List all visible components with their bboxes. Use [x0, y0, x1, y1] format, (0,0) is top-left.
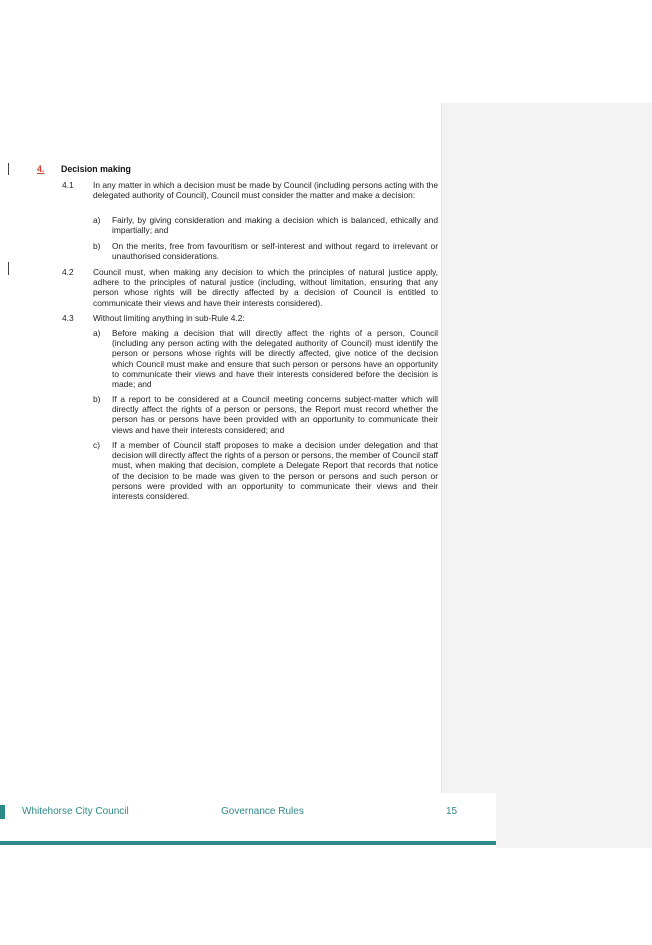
comment-pane-extension: [496, 793, 652, 848]
clause-4-3-b: b) If a report to be considered at a Cou…: [93, 394, 438, 435]
clause-text: Without limiting anything in sub-Rule 4.…: [93, 313, 245, 323]
clause-4-1: 4.1 In any matter in which a decision mu…: [62, 180, 438, 200]
clause-text: Council must, when making any decision t…: [93, 267, 438, 308]
section-number: 4.: [37, 164, 45, 174]
footer-rule: [0, 841, 496, 845]
list-label: c): [93, 440, 100, 450]
list-text: If a report to be considered at a Counci…: [112, 394, 438, 435]
footer-page-number: 15: [446, 806, 458, 817]
change-bar-clause: [8, 262, 9, 275]
list-text: If a member of Council staff proposes to…: [112, 440, 439, 502]
section-heading: 4. Decision making: [37, 164, 437, 175]
list-label: b): [93, 241, 101, 251]
clause-4-3-c: c) If a member of Council staff proposes…: [93, 440, 438, 501]
list-label: b): [93, 394, 101, 404]
footer-organization: Whitehorse City Council: [22, 806, 129, 817]
footer-document-title: Governance Rules: [221, 806, 304, 817]
clause-4-3: 4.3 Without limiting anything in sub-Rul…: [62, 313, 438, 323]
clause-4-1-a: a) Fairly, by giving consideration and m…: [93, 215, 438, 235]
section-title: Decision making: [61, 164, 131, 174]
footer-accent-marker: [0, 805, 5, 819]
list-label: a): [93, 328, 101, 338]
clause-4-1-b: b) On the merits, free from favouritism …: [93, 241, 438, 261]
change-bar-heading: [8, 163, 9, 175]
page-footer: Whitehorse City Council Governance Rules…: [0, 805, 496, 821]
comment-pane: [441, 103, 652, 793]
clause-number: 4.1: [62, 180, 74, 190]
clause-4-2: 4.2 Council must, when making any decisi…: [62, 267, 438, 308]
list-label: a): [93, 215, 101, 225]
list-text: Fairly, by giving consideration and maki…: [112, 215, 438, 236]
clause-text: In any matter in which a decision must b…: [93, 180, 438, 201]
clause-4-3-a: a) Before making a decision that will di…: [93, 328, 438, 389]
list-text: Before making a decision that will direc…: [112, 328, 438, 390]
clause-number: 4.3: [62, 313, 74, 323]
clause-number: 4.2: [62, 267, 74, 277]
list-text: On the merits, free from favouritism or …: [112, 241, 438, 262]
